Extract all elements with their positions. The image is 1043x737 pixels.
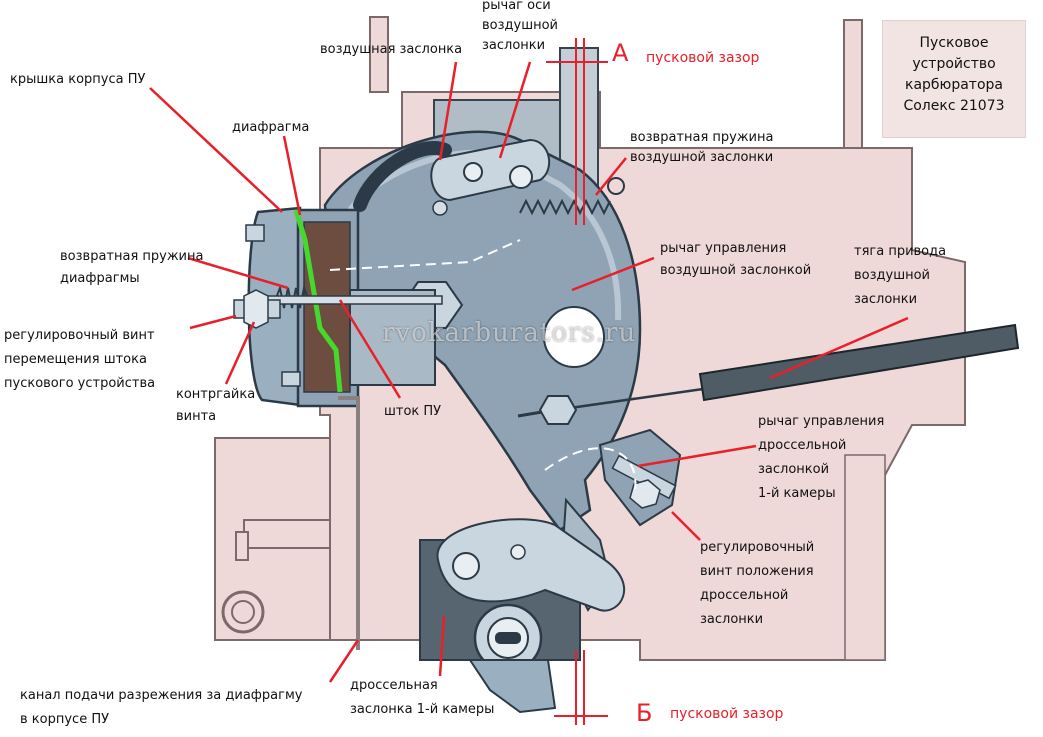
label-air-return-spring: возвратная пружина воздушной заслонки	[630, 130, 774, 165]
air-damper-pin-2	[509, 165, 533, 189]
leader-lines	[149, 61, 909, 683]
rod-nut	[538, 395, 578, 425]
leader-diaphragm	[282, 135, 302, 216]
label-air-axis-lever: рычаг оси воздушной заслонки	[482, 0, 559, 53]
housing-inner	[303, 221, 351, 393]
hidden-line-1	[329, 239, 521, 271]
leader-air-control	[571, 256, 655, 292]
air-control-lever	[323, 130, 642, 532]
leader-air-axis	[498, 61, 532, 159]
diaphragm-line	[293, 209, 343, 393]
leader-air-damper	[438, 61, 458, 161]
leader-throttle-lever	[637, 444, 757, 468]
label-air-rod: тяга привода воздушной заслонки	[854, 244, 947, 307]
title-box: Пусковое устройство карбюратора Солекс 2…	[882, 20, 1026, 138]
label-diaphragm: диафрагма	[232, 120, 310, 135]
air-damper-lever	[430, 138, 550, 202]
label-locknut: контргайка винта	[176, 387, 256, 424]
spring-hook	[607, 177, 625, 195]
air-rod-wire	[555, 386, 711, 412]
lever-rivet	[432, 200, 448, 216]
lever-slot	[353, 141, 452, 212]
air-return-spring	[519, 198, 611, 216]
rod-end	[517, 410, 543, 418]
label-stem: шток ПУ	[384, 404, 442, 419]
label-air-control-lever: рычаг управления воздушной заслонкой	[660, 241, 812, 278]
leader-stem	[338, 299, 402, 399]
leader-locknut	[224, 321, 256, 385]
body-right-lower	[844, 454, 886, 661]
body-hole	[221, 590, 265, 634]
label-throttle-screw: регулировочный винт положения дроссельно…	[700, 540, 815, 627]
throttle-axis-lever	[436, 518, 626, 612]
label-diaphragm-spring: возвратная пружина диафрагмы	[60, 249, 204, 286]
diaphragm-spring	[275, 284, 309, 309]
leader-vacuum	[328, 639, 360, 683]
throttle-screw-nut	[629, 479, 661, 509]
leader-adjust-screw	[189, 314, 237, 330]
leader-air-rod	[769, 316, 909, 380]
body-plug	[243, 519, 331, 549]
label-gap-a-letter: А	[612, 39, 629, 67]
leader-diaphragm-spring	[187, 256, 289, 290]
cover-tab-bottom	[281, 371, 301, 387]
vacuum-channel	[338, 396, 360, 650]
leader-cover	[149, 87, 283, 213]
throttle-pin-1	[452, 552, 480, 580]
leader-air-spring	[595, 157, 627, 196]
starter-housing	[245, 206, 436, 408]
hidden-line-2	[544, 447, 637, 491]
leader-throttle-damper	[438, 615, 446, 677]
air-damper-pin-1	[463, 162, 483, 182]
watermark: rvokarburators.ru	[382, 318, 637, 348]
label-throttle-damper: дроссельная заслонка 1-й камеры	[350, 678, 495, 717]
label-gap-b-text: пусковой зазор	[670, 706, 784, 722]
label-air-damper: воздушная заслонка	[320, 42, 463, 57]
top-post-right	[843, 19, 863, 149]
label-throttle-lever: рычаг управления дроссельной заслонкой 1…	[758, 414, 885, 501]
label-adjust-screw: регулировочный винт перемещения штока пу…	[4, 328, 156, 391]
lever-center-hole	[543, 306, 605, 368]
starter-stem	[261, 295, 443, 305]
body-small-tab	[235, 531, 249, 561]
label-cover: крышка корпуса ПУ	[10, 72, 146, 87]
top-post-left	[369, 16, 389, 93]
label-gap-a-text: пусковой зазор	[646, 50, 760, 66]
air-rod-sheath	[698, 323, 1020, 402]
throttle-shaft-slot	[495, 632, 521, 644]
throttle-pin-2	[510, 544, 526, 560]
cover-tab-top	[245, 224, 265, 242]
label-gap-b-letter: Б	[636, 699, 653, 727]
body-hole-inner	[231, 600, 255, 624]
label-vacuum-channel: канал подачи разрежения за диафрагму в к…	[20, 688, 303, 727]
throttle-damper-tail	[468, 659, 557, 714]
leader-throttle-screw	[671, 511, 701, 541]
diagram-title: Пусковое устройство карбюратора Солекс 2…	[903, 35, 1005, 114]
locknut	[243, 289, 269, 329]
